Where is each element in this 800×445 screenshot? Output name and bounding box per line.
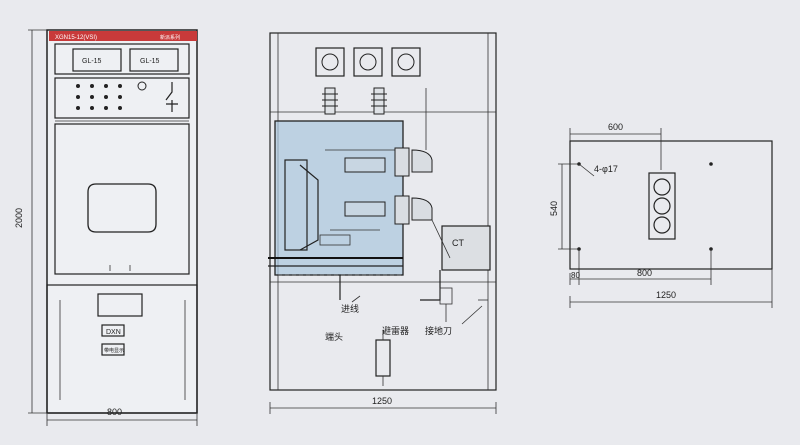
lower-door xyxy=(46,284,198,414)
cable-entry-box xyxy=(648,172,676,240)
meter-right-box xyxy=(129,48,179,72)
vacuum-interrupter-upper xyxy=(344,157,386,173)
meter-panel xyxy=(54,43,190,75)
label-earthing: 接地刀 xyxy=(425,325,452,336)
front-height-dimension: 2000 xyxy=(14,208,24,228)
meter-left-box xyxy=(72,48,122,72)
front-width-dimension: 800 xyxy=(107,407,122,417)
floor-plan: 600 4-φ17 540 80 800 1250 xyxy=(549,122,773,308)
upper-insulators xyxy=(322,87,387,115)
dim-540: 540 xyxy=(549,201,559,216)
side-frame xyxy=(269,32,497,391)
holes-label: 4-φ17 xyxy=(594,164,618,174)
nameplate-text: XGN15-12(VSI) xyxy=(55,35,97,41)
control-panel xyxy=(54,77,190,119)
middle-door xyxy=(54,123,190,275)
vacuum-interrupter-lower xyxy=(344,201,386,217)
cable-hole-1 xyxy=(653,178,671,196)
front-view: XGN15-12(VSI) 新派系列 GL-15 GL-15 DXN 带电显示 xyxy=(14,29,198,426)
busbar-bushings xyxy=(315,47,421,77)
cable-hole-2 xyxy=(653,197,671,215)
selector-switch-icon xyxy=(137,81,147,91)
ct-box xyxy=(441,225,491,271)
mimic-diagram-icon xyxy=(165,82,178,112)
live-display-box xyxy=(101,343,125,356)
dim-1250: 1250 xyxy=(656,290,676,300)
dim-800: 800 xyxy=(637,268,652,278)
indicator-lights xyxy=(76,84,122,110)
cable-hole-3 xyxy=(653,216,671,234)
breaker-handcart xyxy=(284,159,308,251)
meter-right-label: GL-15 xyxy=(140,58,160,65)
mounting-holes xyxy=(577,162,713,251)
front-cabinet-outline xyxy=(46,29,198,414)
surge-arrester xyxy=(375,339,391,377)
label-terminal: 端头 xyxy=(325,331,343,342)
nameplate-bar xyxy=(49,31,197,41)
dim-600: 600 xyxy=(608,122,623,132)
live-display-label: 带电显示 xyxy=(104,347,124,354)
dim-80: 80 xyxy=(571,271,580,280)
earthing-switch xyxy=(439,287,453,305)
inspection-window xyxy=(87,183,157,233)
side-view: CT 进线 端头 避雷器 接地刀 1250 xyxy=(268,32,497,414)
side-width-dimension: 1250 xyxy=(372,396,392,406)
ct-label: CT xyxy=(452,238,464,248)
brand-text: 新派系列 xyxy=(160,34,180,41)
lower-window xyxy=(97,293,143,317)
dxn-label: DXN xyxy=(106,329,121,336)
dxn-box xyxy=(101,324,125,337)
breaker-compartment xyxy=(274,120,404,276)
isolating-contacts xyxy=(394,147,433,225)
label-arrester: 避雷器 xyxy=(382,325,409,336)
floor-plan-outline xyxy=(569,140,773,270)
label-incoming: 进线 xyxy=(341,303,359,314)
meter-left-label: GL-15 xyxy=(82,58,102,65)
